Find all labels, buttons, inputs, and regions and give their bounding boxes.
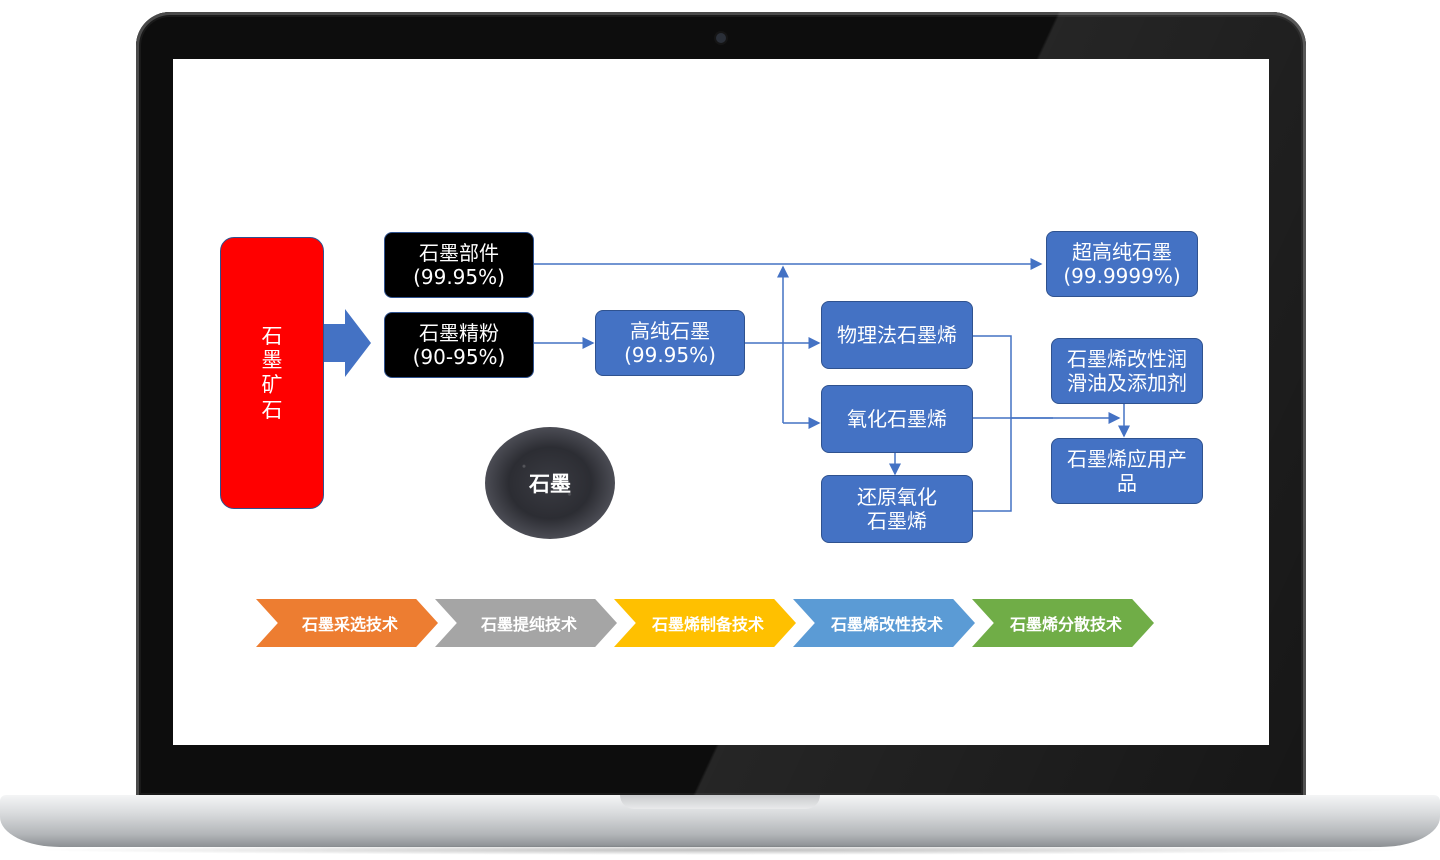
- process-step-dispersion: 石墨烯分散技术: [972, 599, 1154, 647]
- graphene-oxide-box: 氧化石墨烯: [821, 385, 973, 453]
- graphite-parts-box: 石墨部件 (99.95%): [384, 232, 534, 298]
- reduced-go-line1: 还原氧化: [857, 484, 937, 509]
- graphene-applications-box: 石墨烯应用产 品: [1051, 438, 1203, 504]
- graphite-ore-box: 石 墨 矿 石: [220, 237, 324, 509]
- ultra-pure-value: (99.9999%): [1063, 264, 1181, 288]
- laptop-shadow: [30, 845, 1410, 855]
- ultra-pure-graphite-box: 超高纯石墨 (99.9999%): [1046, 231, 1198, 297]
- lubricant-line1: 石墨烯改性润: [1067, 346, 1187, 371]
- laptop-lid: 石 墨 矿 石 石墨部件 (99.95%) 石墨精粉 (90-95%) 高纯石墨…: [136, 12, 1306, 798]
- high-purity-graphite-box: 高纯石墨 (99.95%): [595, 310, 745, 376]
- ore-char: 石: [261, 397, 283, 422]
- high-purity-value: (99.95%): [624, 343, 716, 367]
- process-step-modification: 石墨烯改性技术: [793, 599, 975, 647]
- graphene-lubricant-box: 石墨烯改性润 滑油及添加剂: [1051, 338, 1203, 404]
- parts-purity: (99.95%): [413, 265, 505, 289]
- ore-char: 矿: [261, 373, 283, 397]
- applications-line1: 石墨烯应用产: [1067, 446, 1187, 471]
- process-step-label: 石墨烯分散技术: [1009, 615, 1122, 634]
- powder-label: 石墨精粉: [418, 320, 499, 345]
- process-step-label: 石墨烯制备技术: [651, 615, 764, 634]
- laptop-base: [0, 795, 1440, 847]
- ore-char: 墨: [261, 348, 283, 373]
- powder-purity: (90-95%): [412, 345, 506, 369]
- connector-lines: [324, 258, 1130, 512]
- process-step-label: 石墨提纯技术: [480, 615, 577, 634]
- process-step-preparation: 石墨烯制备技术: [614, 599, 796, 647]
- laptop-opening-notch: [620, 795, 820, 809]
- ultra-pure-label: 超高纯石墨: [1071, 239, 1172, 264]
- reduced-graphene-oxide-box: 还原氧化 石墨烯: [821, 475, 973, 543]
- process-step-mining: 石墨采选技术: [256, 599, 438, 647]
- lubricant-line2: 滑油及添加剂: [1067, 371, 1187, 395]
- graphene-oxide-label: 氧化石墨烯: [847, 406, 947, 431]
- graphite-powder-image: 石墨: [485, 427, 615, 539]
- graphite-image-label: 石墨: [529, 472, 571, 496]
- physical-graphene-box: 物理法石墨烯: [821, 301, 973, 369]
- webcam-icon: [716, 33, 726, 43]
- ore-char: 石: [261, 323, 283, 348]
- parts-label: 石墨部件: [419, 240, 499, 265]
- laptop-screen: 石 墨 矿 石 石墨部件 (99.95%) 石墨精粉 (90-95%) 高纯石墨…: [173, 59, 1269, 745]
- high-purity-label: 高纯石墨: [630, 318, 710, 343]
- process-step-purification: 石墨提纯技术: [435, 599, 617, 647]
- physical-graphene-label: 物理法石墨烯: [837, 322, 957, 347]
- ore-to-powder-arrow: [324, 309, 371, 377]
- process-step-label: 石墨烯改性技术: [830, 615, 943, 634]
- reduced-go-line2: 石墨烯: [867, 509, 927, 533]
- graphite-powder-box: 石墨精粉 (90-95%): [384, 312, 534, 378]
- process-step-label: 石墨采选技术: [301, 615, 398, 634]
- applications-line2: 品: [1117, 471, 1137, 495]
